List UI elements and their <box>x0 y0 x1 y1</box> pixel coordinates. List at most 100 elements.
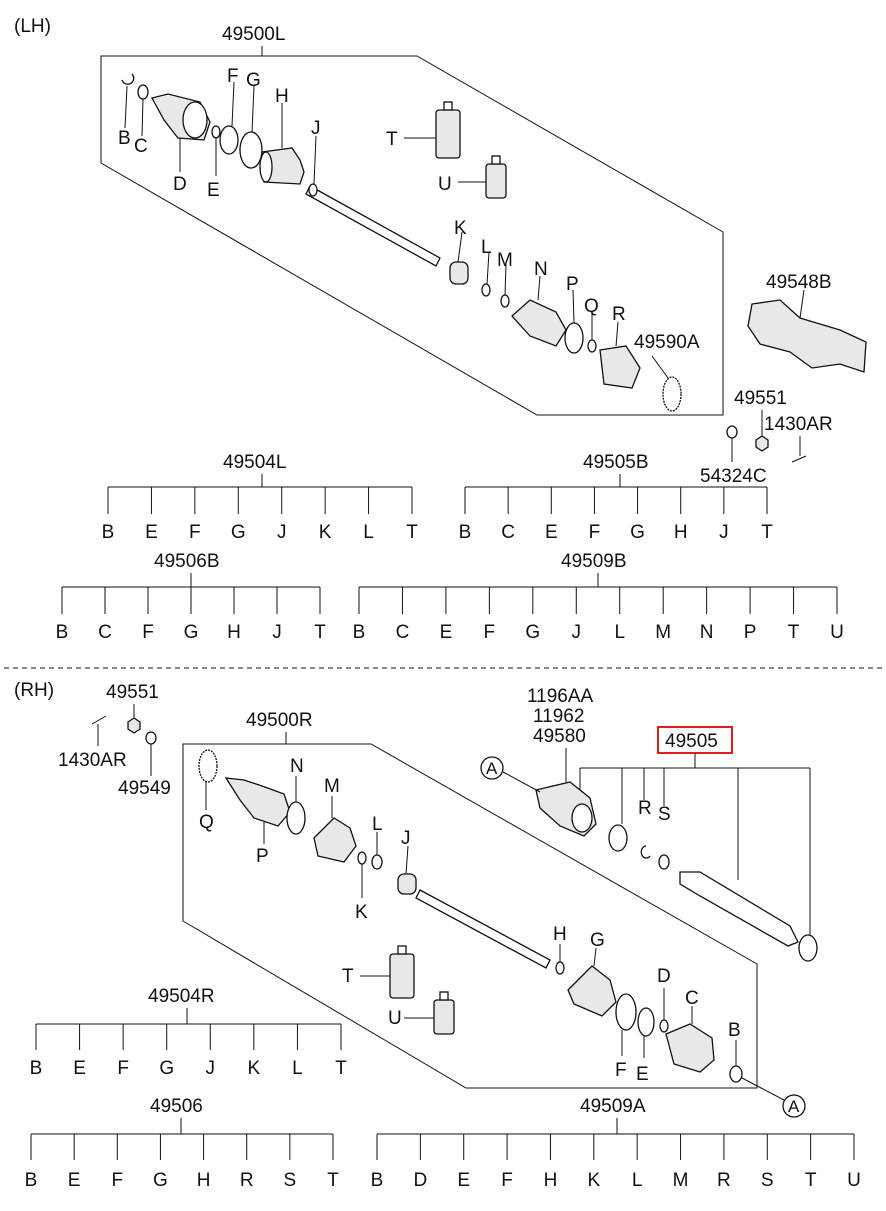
lh-label-d: D <box>173 174 187 195</box>
lh-label-b: B <box>118 128 131 149</box>
kit-item-label: M <box>673 1170 689 1191</box>
rh-part-n-clamp <box>286 776 306 835</box>
kit-item-label: E <box>68 1170 81 1191</box>
lh-label-u: U <box>438 174 452 195</box>
kit-item-label: G <box>153 1170 168 1191</box>
lh-kit-49509b-code: 49509B <box>561 551 627 572</box>
rh-washer-drawing <box>145 731 157 776</box>
kit-item-label: T <box>327 1170 339 1191</box>
kit-item-label: N <box>700 622 714 643</box>
rh-part-t-grease-bottle <box>360 945 415 999</box>
lh-part-l-ring <box>481 251 491 297</box>
kit-item-label: E <box>457 1170 470 1191</box>
kit-item-label: G <box>525 622 540 643</box>
rh-label-k: K <box>355 902 368 923</box>
lh-washer-drawing <box>726 425 738 462</box>
kit-item-label: G <box>159 1058 174 1079</box>
lh-part-h-boot <box>259 103 305 185</box>
kit-item-label: L <box>292 1058 303 1079</box>
rh-label-u: U <box>388 1008 402 1029</box>
lh-section-label: (LH) <box>14 16 51 37</box>
kit-item-label: K <box>319 522 332 543</box>
rh-part-h-ring <box>555 944 565 975</box>
kit-item-label: U <box>847 1170 861 1191</box>
rh-part-e-clamp <box>637 1007 655 1058</box>
rh-part-f-clamp <box>615 993 637 1056</box>
lh-part-c-ring <box>137 84 149 137</box>
rh-bearing-part-1: 1196AA <box>527 686 594 707</box>
rh-section-label: (RH) <box>14 680 54 701</box>
lh-part-d-outer-joint <box>151 93 211 172</box>
rh-part-q-ring-gear <box>198 749 218 810</box>
lh-label-t: T <box>386 129 398 150</box>
rh-highlight-tree <box>579 753 811 936</box>
lh-part-p-clamp <box>564 289 584 354</box>
rh-intermediate-shaft <box>679 871 818 962</box>
lh-kit-49506b-code: 49506B <box>154 551 220 572</box>
kit-item-label: C <box>98 622 112 643</box>
kit-item-label: B <box>25 1170 38 1191</box>
rh-label-p: P <box>256 846 269 867</box>
lh-label-f: F <box>227 66 239 87</box>
kit-item-label: B <box>30 1058 43 1079</box>
rh-bearing-part-3: 49580 <box>533 726 586 747</box>
kit-item-label: H <box>674 522 688 543</box>
lh-part-k-damper <box>449 231 469 285</box>
rh-part-u-grease-bottle <box>404 991 455 1035</box>
kit-item-label: L <box>363 522 374 543</box>
kit-item-label: T <box>406 522 418 543</box>
rh-bearing-bracket-drawing <box>535 748 597 837</box>
kit-item-label: G <box>630 522 645 543</box>
rh-kit-49506-code: 49506 <box>150 1096 203 1117</box>
lh-part-g-clamp <box>239 85 263 169</box>
kit-item-label: E <box>545 522 558 543</box>
rh-part-b-clip <box>729 1040 743 1083</box>
rh-label-q: Q <box>199 812 214 833</box>
kit-item-label: F <box>484 622 496 643</box>
rh-label-m: M <box>324 776 340 797</box>
lh-kit-49505b-code: 49505B <box>583 452 649 473</box>
kit-item-label: J <box>277 522 287 543</box>
lh-label-p: P <box>566 274 579 295</box>
kit-item-label: J <box>719 522 729 543</box>
kit-item-label: H <box>197 1170 211 1191</box>
kit-item-label: S <box>761 1170 774 1191</box>
kit-item-label: C <box>396 622 410 643</box>
kit-item-label: T <box>335 1058 347 1079</box>
kit-item-label: J <box>272 622 282 643</box>
lh-label-n: N <box>534 259 548 280</box>
lh-label-q: Q <box>584 296 599 317</box>
rh-label-b: B <box>728 1020 741 1041</box>
kit-item-label: H <box>227 622 241 643</box>
kit-item-label: E <box>440 622 453 643</box>
rh-kit-49509a-code: 49509A <box>580 1096 646 1117</box>
rh-label-r: R <box>638 798 652 819</box>
kit-item-label: K <box>587 1170 600 1191</box>
lh-part-u-grease-bottle <box>458 155 507 199</box>
kit-item-label: R <box>717 1170 731 1191</box>
lh-washer-code: 54324C <box>700 466 767 487</box>
kit-item-label: F <box>189 522 201 543</box>
lh-part-n-boot <box>511 275 567 347</box>
lh-part-ring-gear <box>651 355 682 412</box>
lh-part-m-ring <box>500 263 510 308</box>
kit-item-label: J <box>206 1058 216 1079</box>
kit-item-label: E <box>73 1058 86 1079</box>
rh-label-d: D <box>657 966 671 987</box>
rh-washer-code: 49549 <box>118 778 171 799</box>
kit-item-label: F <box>117 1058 129 1079</box>
rh-highlight-code: 49505 <box>665 731 718 752</box>
kit-item-label: T <box>788 622 800 643</box>
rh-nut-drawing <box>127 704 141 734</box>
rh-bearing-part-2: 11962 <box>533 706 584 727</box>
rh-label-e: E <box>636 1064 649 1085</box>
lh-part-f-clamp <box>219 81 239 155</box>
kit-item-label: F <box>501 1170 513 1191</box>
